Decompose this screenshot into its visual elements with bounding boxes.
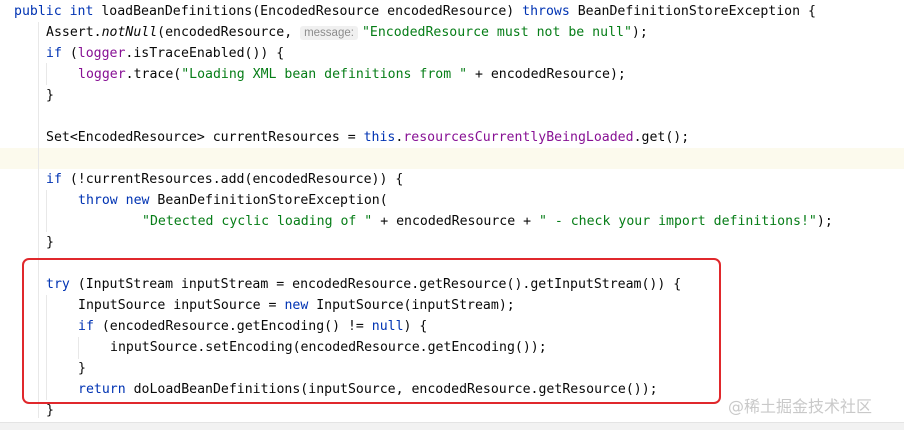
code-token: BeanDefinitionStoreException { xyxy=(577,4,816,19)
code-token: return xyxy=(78,382,134,397)
code-token: " - check your import definitions!" xyxy=(538,214,817,229)
code-token: } xyxy=(46,88,54,103)
code-line: } xyxy=(46,400,54,421)
code-line: inputSource.setEncoding(encodedResource.… xyxy=(110,337,547,358)
code-token: notNull xyxy=(101,25,158,40)
code-line: if (!currentResources.add(encodedResourc… xyxy=(46,169,403,190)
code-line: if (logger.isTraceEnabled()) { xyxy=(46,43,284,64)
code-line: } xyxy=(46,85,54,106)
code-token: BeanDefinitionStoreException( xyxy=(157,193,388,208)
code-token: throw new xyxy=(78,193,158,208)
code-token: .get(); xyxy=(633,130,690,145)
code-token: logger xyxy=(78,67,126,82)
code-token: new xyxy=(284,298,317,313)
code-token: ); xyxy=(631,25,648,40)
code-token: throws xyxy=(522,4,578,19)
code-token: public int xyxy=(14,4,102,19)
code-token: } xyxy=(78,361,86,376)
code-line: Assert.notNull(encodedResource, message:… xyxy=(46,22,648,43)
code-token: "Loading XML bean definitions from " xyxy=(181,67,468,82)
current-line-highlight xyxy=(0,148,904,169)
code-token: (InputStream inputStream = encodedResour… xyxy=(77,277,682,292)
code-line: public int loadBeanDefinitions(EncodedRe… xyxy=(14,1,816,22)
indent-guide xyxy=(46,63,47,85)
code-token: InputSource inputSource = xyxy=(78,298,285,313)
code-token: try xyxy=(46,277,78,292)
code-token: + encodedResource + xyxy=(372,214,539,229)
code-token: if xyxy=(78,319,102,334)
code-token: (encodedResource, xyxy=(157,25,301,40)
code-token: . xyxy=(395,130,404,145)
code-token: .trace( xyxy=(125,67,182,82)
code-token: Set<EncodedResource> currentResources = xyxy=(46,130,364,145)
code-token: (!currentResources.add(encodedResource))… xyxy=(69,172,404,187)
highlight-box xyxy=(22,258,721,404)
code-token: } xyxy=(46,403,54,418)
code-line: } xyxy=(46,232,54,253)
code-token: this xyxy=(363,130,396,145)
code-line: if (encodedResource.getEncoding() != nul… xyxy=(78,316,427,337)
code-token: } xyxy=(46,235,54,250)
code-line: InputSource inputSource = new InputSourc… xyxy=(78,295,515,316)
code-line: } xyxy=(78,358,86,379)
code-token: doLoadBeanDefinitions(inputSource, encod… xyxy=(133,382,658,397)
code-token: "EncodedResource must not be null" xyxy=(361,25,632,40)
code-token: if xyxy=(46,172,70,187)
code-line: "Detected cyclic loading of " + encodedR… xyxy=(142,211,833,232)
code-line: logger.trace("Loading XML bean definitio… xyxy=(78,64,626,85)
watermark: @稀土掘金技术社区 xyxy=(728,397,873,416)
code-token: + encodedResource); xyxy=(467,67,626,82)
code-token: resourcesCurrentlyBeingLoaded xyxy=(403,130,634,145)
code-line: return doLoadBeanDefinitions(inputSource… xyxy=(78,379,658,400)
parameter-hint: message: xyxy=(300,26,358,40)
indent-guide xyxy=(46,190,47,232)
code-token: (encodedResource.getEncoding() != xyxy=(101,319,372,334)
code-token: if xyxy=(46,46,70,61)
status-bar xyxy=(0,422,904,430)
code-token: InputSource(inputStream); xyxy=(316,298,515,313)
code-line: throw new BeanDefinitionStoreException( xyxy=(78,190,388,211)
code-line: Set<EncodedResource> currentResources = … xyxy=(46,127,689,148)
code-token: "Detected cyclic loading of " xyxy=(142,214,373,229)
code-token: ) { xyxy=(403,319,428,334)
code-token: inputSource.setEncoding(encodedResource.… xyxy=(110,340,547,355)
code-token: loadBeanDefinitions(EncodedResource enco… xyxy=(101,4,523,19)
indent-guide xyxy=(78,337,79,359)
indent-guide xyxy=(38,22,39,418)
code-token: ); xyxy=(816,214,833,229)
code-token: null xyxy=(371,319,404,334)
code-token: ( xyxy=(69,46,78,61)
code-token: logger xyxy=(77,46,126,61)
indent-guide xyxy=(46,295,47,400)
code-line: try (InputStream inputStream = encodedRe… xyxy=(46,274,681,295)
code-token: Assert. xyxy=(46,25,102,40)
code-token: .isTraceEnabled()) { xyxy=(125,46,285,61)
